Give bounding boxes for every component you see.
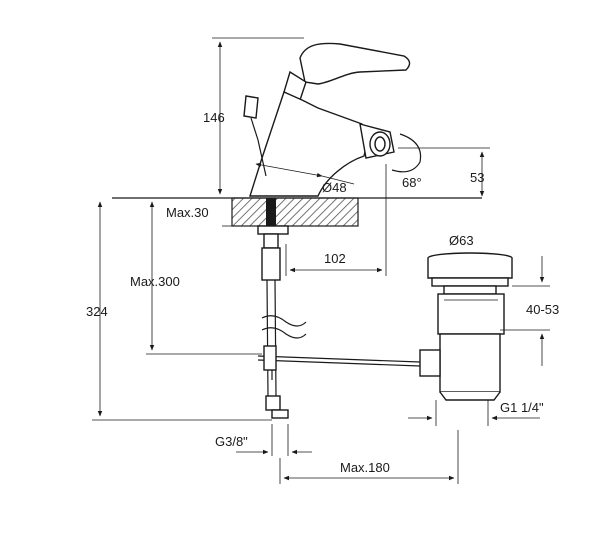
label-40-53: 40-53 <box>526 302 559 317</box>
inlet-nut <box>265 395 281 411</box>
dimension-max-30: Max.30 <box>166 205 232 227</box>
label-max-300: Max.300 <box>130 274 180 289</box>
label-max-180: Max.180 <box>340 460 390 475</box>
popup-rod-top <box>250 117 259 141</box>
label-diameter-48: Ø48 <box>322 180 347 195</box>
label-g3-8: G3/8" <box>215 434 248 449</box>
label-53: 53 <box>470 170 484 185</box>
waste-cap <box>427 258 513 279</box>
label-324: 324 <box>86 304 108 319</box>
dimension-diameter-48: Ø48 <box>255 162 355 195</box>
label-146: 146 <box>203 110 225 125</box>
label-g1-1-4: G1 1/4" <box>500 400 544 415</box>
lever-handle <box>299 42 411 85</box>
fixing-shank <box>263 233 279 249</box>
waste-lower-body <box>439 333 501 393</box>
aerator-inner <box>374 136 386 152</box>
popup-waste <box>419 252 513 401</box>
main-body <box>249 91 369 197</box>
countertop-section <box>231 197 359 227</box>
dimension-angle-68: 68° <box>402 175 422 190</box>
label-102: 102 <box>324 251 346 266</box>
mounting-nut <box>257 225 289 235</box>
dimension-max-300: Max.300 <box>130 201 262 355</box>
countertop <box>112 197 482 227</box>
label-diameter-63: Ø63 <box>449 233 474 248</box>
popup-knob <box>243 95 259 119</box>
label-angle-68: 68° <box>402 175 422 190</box>
threaded-stud <box>266 198 276 226</box>
hose-fitting <box>261 247 281 281</box>
dimension-102: 102 <box>285 164 387 276</box>
dimension-146: 146 <box>203 37 304 195</box>
label-max-30: Max.30 <box>166 205 209 220</box>
pull-rod <box>257 355 421 363</box>
dimension-324: 324 <box>86 201 272 421</box>
rod-clamp <box>263 345 277 371</box>
waste-neck <box>443 285 497 295</box>
dimension-diameter-63: Ø63 <box>449 233 474 248</box>
dimension-max-180: Max.180 <box>279 430 459 484</box>
waste-tailpiece <box>439 391 501 401</box>
rotation-arc <box>391 133 422 173</box>
faucet-body <box>243 42 422 197</box>
dimension-40-53: 40-53 <box>500 256 559 366</box>
dimension-g3-8: G3/8" <box>215 424 312 456</box>
below-deck-assembly <box>257 225 421 419</box>
waste-side-arm <box>419 349 441 377</box>
dimension-53: 53 <box>398 147 490 197</box>
break-mark-upper <box>261 315 307 327</box>
waste-flange <box>431 277 509 287</box>
inlet-thread <box>271 409 289 419</box>
break-mark-lower <box>261 327 307 339</box>
dimension-g1-1-4: G1 1/4" <box>408 400 544 426</box>
